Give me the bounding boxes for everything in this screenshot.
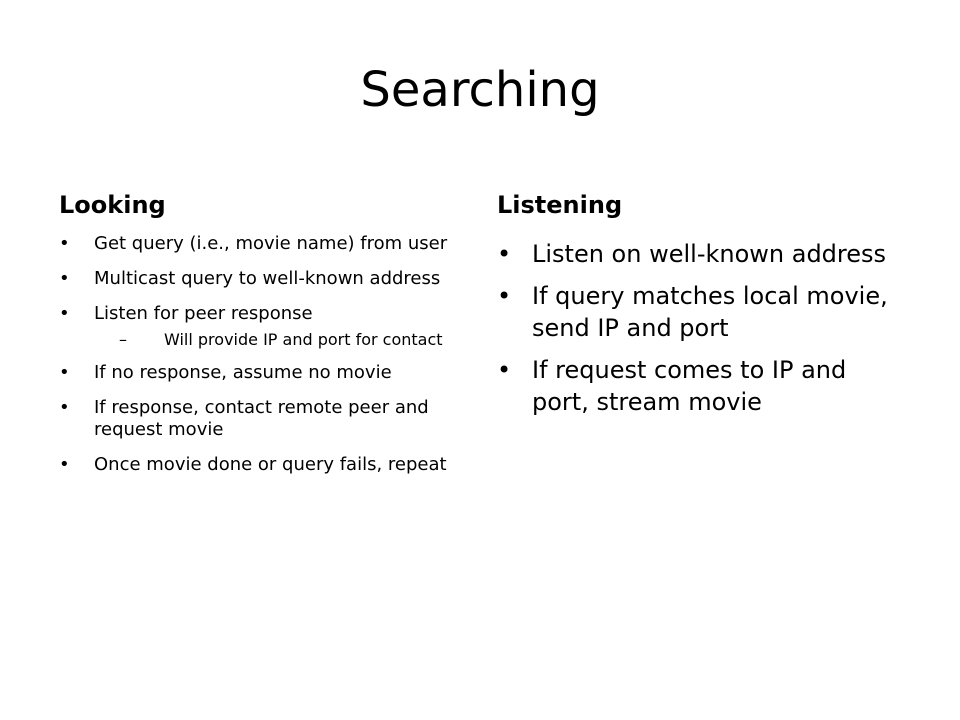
bullet-icon: • [59, 397, 70, 418]
list-item: • Listen for peer response – Will provid… [59, 303, 464, 349]
bullet-icon: • [59, 303, 70, 324]
list-item-text: If query matches local movie, send IP an… [532, 282, 888, 342]
bullet-icon: • [497, 356, 512, 384]
looking-list: • Get query (i.e., movie name) from user… [59, 233, 464, 489]
bullet-icon: • [59, 233, 70, 254]
dash-icon: – [119, 330, 127, 349]
list-item-text: Multicast query to well-known address [94, 268, 441, 289]
bullet-icon: • [497, 282, 512, 310]
list-item: • If no response, assume no movie [59, 362, 464, 384]
list-item-text: If no response, assume no movie [94, 362, 392, 383]
list-item-text: Listen on well-known address [532, 240, 887, 268]
list-item-text: Listen for peer response [94, 303, 313, 324]
looking-heading: Looking [59, 191, 166, 219]
list-item-text: Get query (i.e., movie name) from user [94, 233, 448, 254]
sub-list: – Will provide IP and port for contact [94, 330, 464, 349]
bullet-icon: • [497, 240, 512, 268]
listening-list: • Listen on well-known address • If quer… [497, 238, 897, 428]
sub-list-item: – Will provide IP and port for contact [119, 330, 464, 349]
list-item: • Listen on well-known address [497, 238, 897, 270]
bullet-icon: • [59, 454, 70, 475]
list-item: • If query matches local movie, send IP … [497, 280, 897, 344]
list-item: • Multicast query to well-known address [59, 268, 464, 290]
list-item: • Get query (i.e., movie name) from user [59, 233, 464, 255]
sub-list-item-text: Will provide IP and port for contact [164, 330, 443, 349]
list-item-text: Once movie done or query fails, repeat [94, 454, 447, 475]
list-item: • Once movie done or query fails, repeat [59, 454, 464, 476]
list-item-text: If request comes to IP and port, stream … [532, 356, 847, 416]
bullet-icon: • [59, 268, 70, 289]
list-item: • If response, contact remote peer and r… [59, 397, 464, 441]
slide-title: Searching [360, 62, 600, 118]
bullet-icon: • [59, 362, 70, 383]
list-item: • If request comes to IP and port, strea… [497, 354, 897, 418]
listening-heading: Listening [497, 191, 623, 219]
list-item-text: If response, contact remote peer and req… [94, 397, 429, 440]
